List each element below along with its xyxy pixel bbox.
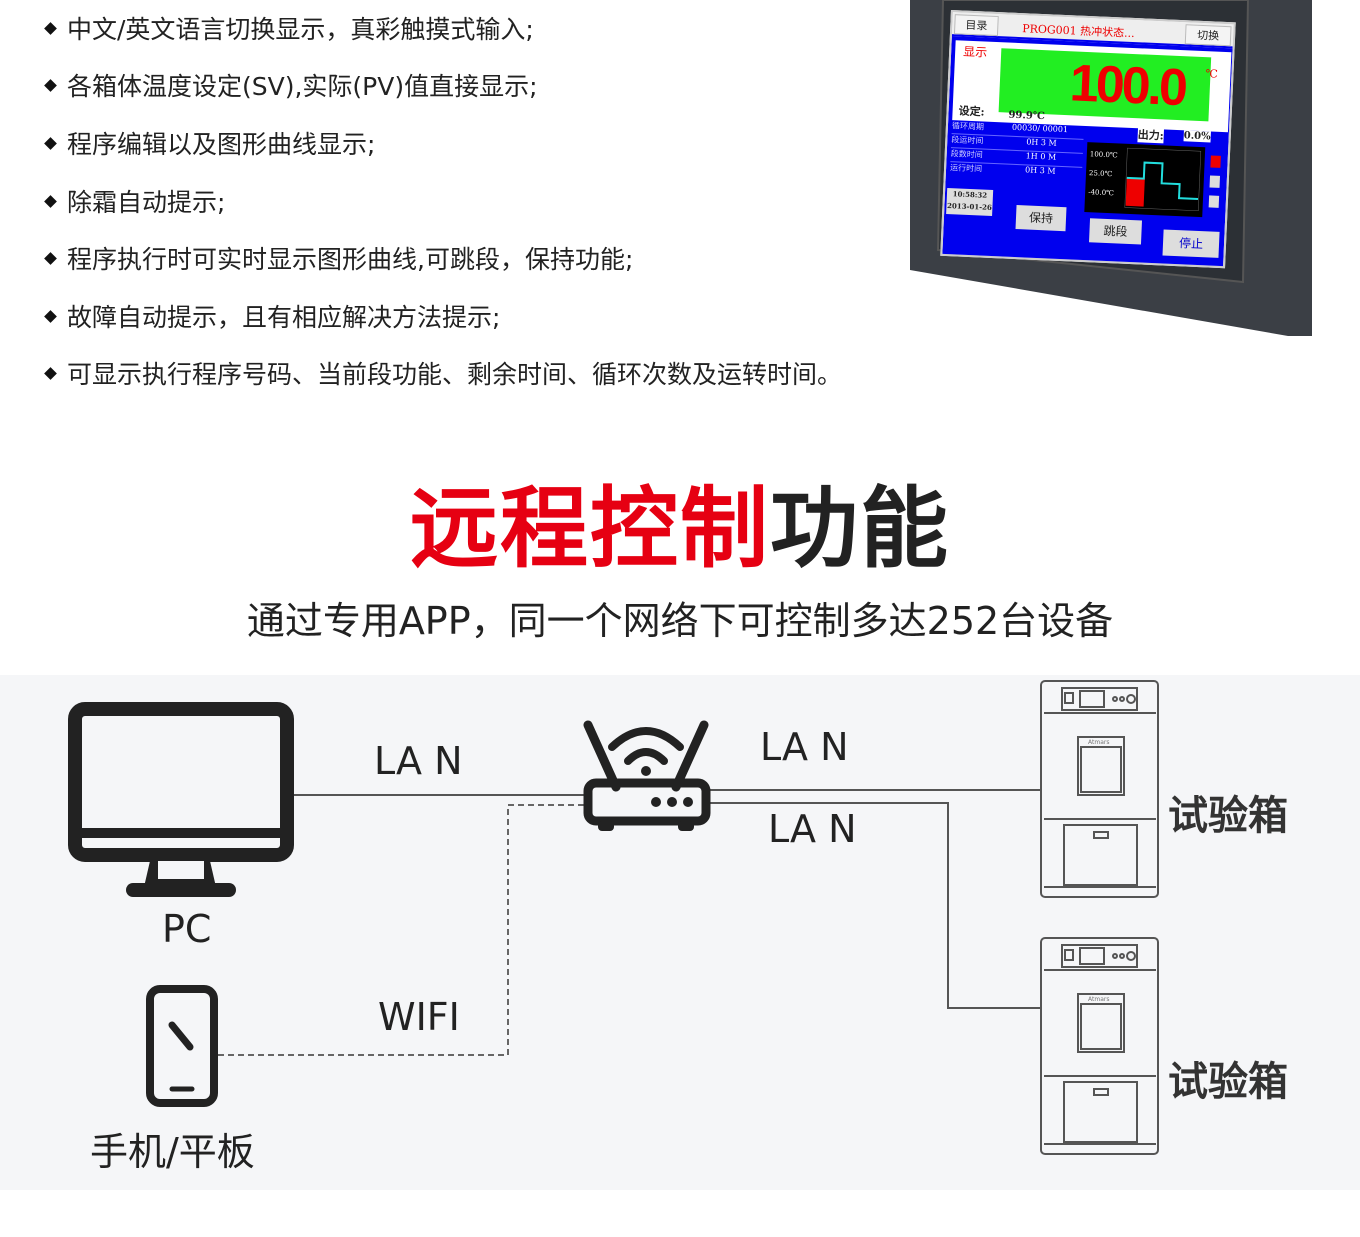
hmi-skip-button[interactable]: 跳段 bbox=[1089, 218, 1142, 245]
pc-label: PC bbox=[162, 907, 212, 951]
lan-line-chamber2 bbox=[706, 802, 1040, 1009]
section-subtitle: 通过专用APP，同一个网络下可控制多达252台设备 bbox=[246, 599, 1114, 643]
hmi-pv-value: 100.0 bbox=[1068, 54, 1187, 118]
hmi-display-label: 显示 bbox=[962, 44, 988, 60]
feature-item: 中文/英文语言切换显示，真彩触摸式输入; bbox=[44, 10, 534, 46]
wifi-line bbox=[218, 804, 585, 1056]
hmi-row-value: 0H 3 M bbox=[1026, 137, 1057, 148]
hmi-chart-tick: 25.0℃ bbox=[1088, 169, 1113, 179]
hmi-switch-button[interactable]: 切换 bbox=[1184, 24, 1232, 47]
chamber-brand-logo: Atmars bbox=[1088, 996, 1110, 1003]
network-diagram: Atmars Atmars LA N LA N LA N WIFI PC 手机/… bbox=[0, 675, 1360, 1190]
feature-item: 故障自动提示，且有相应解决方法提示; bbox=[44, 298, 501, 334]
feature-item: 除霜自动提示; bbox=[44, 183, 226, 219]
section-heading: 远程控制功能 bbox=[0, 458, 1360, 585]
chamber-brand-logo: Atmars bbox=[1088, 739, 1110, 746]
heading-black-text: 功能 bbox=[770, 477, 951, 580]
hmi-output-label: 出力: bbox=[1137, 126, 1165, 144]
hmi-row-label: 循环周期 bbox=[951, 121, 985, 132]
feature-text: 中文/英文语言切换显示，真彩触摸式输入; bbox=[67, 15, 534, 44]
hmi-indicator bbox=[1210, 155, 1221, 168]
hmi-hold-button[interactable]: 保持 bbox=[1015, 205, 1067, 232]
hmi-menu-button[interactable]: 目录 bbox=[953, 14, 999, 37]
lan-label-pc: LA N bbox=[374, 739, 463, 783]
hmi-indicator bbox=[1208, 195, 1220, 208]
chamber-label-1: 试验箱 bbox=[1168, 793, 1288, 839]
hmi-chart-tick: -40.0℃ bbox=[1088, 188, 1115, 198]
hmi-date: 2013-01-26 bbox=[946, 201, 993, 212]
pc-monitor-icon bbox=[68, 702, 294, 897]
feature-item: 各箱体温度设定(SV),实际(PV)值直接显示; bbox=[44, 67, 538, 103]
feature-text: 各箱体温度设定(SV),实际(PV)值直接显示; bbox=[67, 72, 538, 101]
heading-red-text: 远程控制 bbox=[409, 477, 770, 580]
diagram-lines bbox=[68, 680, 1159, 1155]
hmi-row-value: 00030/ 00001 bbox=[1011, 122, 1069, 135]
hmi-row-value: 1H 0 M bbox=[1025, 151, 1057, 162]
phone-icon bbox=[146, 985, 218, 1107]
lan-label-top: LA N bbox=[760, 725, 849, 769]
feature-text: 程序执行时可实时显示图形曲线,可跳段，保持功能; bbox=[67, 245, 634, 274]
hmi-row-value: 0H 3 M bbox=[1024, 165, 1056, 176]
hmi-set-label: 设定: bbox=[958, 104, 985, 119]
hmi-output-value: 0.0% bbox=[1183, 130, 1211, 143]
hmi-chart-tick: 100.0℃ bbox=[1089, 150, 1118, 160]
phone-label: 手机/平板 bbox=[90, 1130, 255, 1174]
router-icon bbox=[583, 720, 711, 831]
hmi-trend-chart: 100.0℃ 25.0℃ -40.0℃ bbox=[1084, 142, 1206, 218]
hmi-stop-button[interactable]: 停止 bbox=[1162, 229, 1220, 258]
lan-label-bottom: LA N bbox=[768, 807, 857, 851]
feature-item: 程序编辑以及图形曲线显示; bbox=[44, 125, 376, 161]
feature-text: 故障自动提示，且有相应解决方法提示; bbox=[67, 303, 501, 332]
hmi-trend-line bbox=[1124, 147, 1202, 211]
feature-item: 程序执行时可实时显示图形曲线,可跳段，保持功能; bbox=[44, 240, 634, 276]
chamber-label-2: 试验箱 bbox=[1168, 1059, 1288, 1105]
hmi-pv-unit: ℃ bbox=[1205, 67, 1219, 81]
test-chamber-icon bbox=[1040, 937, 1159, 1155]
test-chamber-icon bbox=[1040, 680, 1159, 898]
wifi-label: WIFI bbox=[378, 995, 460, 1039]
feature-text: 程序编辑以及图形曲线显示; bbox=[67, 130, 376, 159]
hmi-screen: 目录 PROG001 热冲状态... 切换 显示 100.0 ℃ 设定: 99.… bbox=[940, 10, 1236, 269]
hmi-indicator bbox=[1209, 175, 1221, 188]
hmi-sv-value: 99.9℃ bbox=[1008, 109, 1046, 123]
feature-text: 除霜自动提示; bbox=[67, 188, 226, 217]
feature-text: 可显示执行程序号码、当前段功能、剩余时间、循环次数及运转时间。 bbox=[67, 360, 843, 389]
feature-item: 可显示执行程序号码、当前段功能、剩余时间、循环次数及运转时间。 bbox=[44, 355, 843, 391]
